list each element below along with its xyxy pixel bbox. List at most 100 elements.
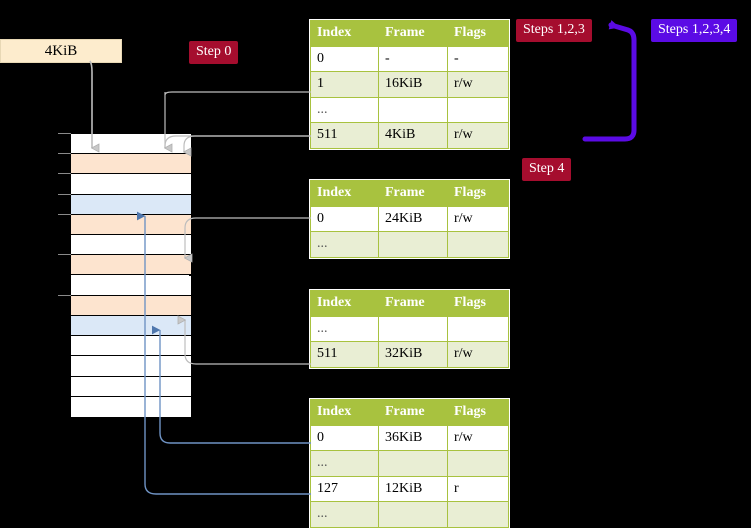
physical-memory-column [70, 133, 191, 417]
memory-row-tick [58, 153, 71, 155]
table-cell [378, 315, 448, 342]
memory-frame-row [71, 336, 191, 357]
table-cell: 1 [310, 71, 379, 98]
memory-frame-row [71, 396, 191, 417]
table-cell [378, 96, 448, 123]
table-cell: - [378, 45, 448, 72]
memory-row-tick [58, 254, 71, 256]
table-cell [378, 450, 448, 477]
memory-frame-row [71, 174, 191, 195]
table-cell: 127 [310, 475, 379, 502]
column-header-flags: Flags [447, 20, 509, 47]
badge-step-4: Step 4 [522, 158, 572, 181]
badge-steps-123: Steps 1,2,3 [516, 19, 592, 42]
table-row: ... [310, 501, 509, 528]
column-header-frame: Frame [378, 20, 448, 47]
table-cell [447, 96, 509, 123]
memory-row-tick [58, 133, 71, 134]
memory-frame-row [71, 356, 191, 377]
memory-frame-row [71, 295, 191, 316]
badge-step-0: Step 0 [189, 41, 239, 64]
column-header-frame: Frame [378, 180, 448, 207]
size-label-box: 4KiB [0, 39, 122, 63]
table-row: ... [310, 96, 509, 123]
memory-frame-row [71, 255, 191, 276]
table-cell [378, 501, 448, 528]
memory-frame-row [71, 376, 191, 397]
table-cell [447, 450, 509, 477]
table-cell: 511 [310, 341, 379, 368]
table-cell: 511 [310, 122, 379, 149]
column-header-index: Index [310, 290, 379, 317]
table-cell [378, 231, 448, 258]
column-header-flags: Flags [447, 290, 509, 317]
column-header-index: Index [310, 180, 379, 207]
memory-row-tick [58, 294, 71, 296]
table-cell: - [447, 45, 509, 72]
table-cell: 0 [310, 205, 379, 232]
table-cell: ... [310, 231, 379, 258]
table-cell: 4KiB [378, 122, 448, 149]
table-cell: r/w [447, 122, 509, 149]
memory-frame-row [71, 154, 191, 175]
memory-row-tick [58, 213, 71, 215]
table-cell [447, 315, 509, 342]
table-cell: 0 [310, 424, 379, 451]
table-cell: ... [310, 96, 379, 123]
table-cell: r [447, 475, 509, 502]
table-cell: ... [310, 450, 379, 477]
table-cell: ... [310, 501, 379, 528]
table-cell: r/w [447, 424, 509, 451]
table-cell: ... [310, 315, 379, 342]
column-header-flags: Flags [447, 180, 509, 207]
wire-memory-to-t2-511 [185, 320, 311, 365]
table-cell [447, 501, 509, 528]
badge-step-4-label: Step 4 [529, 161, 565, 176]
column-header-frame: Frame [378, 290, 448, 317]
memory-row-tick [58, 193, 71, 195]
table-cell: 0 [310, 45, 379, 72]
wire-t0-top [164, 91, 311, 96]
memory-row-tick [58, 173, 71, 175]
table-cell: 32KiB [378, 341, 448, 368]
table-row: ... [310, 450, 509, 477]
badge-steps-1234-label: Steps 1,2,3,4 [658, 22, 731, 37]
table-cell: r/w [447, 341, 509, 368]
table-cell: r/w [447, 71, 509, 98]
table-cell: 24KiB [378, 205, 448, 232]
memory-frame-row [71, 214, 191, 236]
table-cell [447, 231, 509, 258]
table-cell: 36KiB [378, 424, 448, 451]
column-header-index: Index [310, 399, 379, 426]
column-header-index: Index [310, 20, 379, 47]
badge-steps-123-label: Steps 1,2,3 [523, 22, 585, 37]
table-cell: 12KiB [378, 475, 448, 502]
table-row: ... [310, 315, 509, 342]
badge-step-0-label: Step 0 [196, 44, 232, 59]
table-row: ... [310, 231, 509, 258]
memory-frame-row [71, 194, 191, 215]
purple-bracket-arrow [582, 20, 637, 142]
table-cell: 16KiB [378, 71, 448, 98]
badge-steps-1234: Steps 1,2,3,4 [651, 19, 738, 42]
wire-t1-row0-to-memory [185, 217, 311, 258]
size-label-text: 4KiB [44, 42, 78, 59]
memory-frame-row [71, 235, 191, 256]
table-row: 0-- [310, 45, 509, 72]
memory-frame-row [71, 275, 191, 296]
